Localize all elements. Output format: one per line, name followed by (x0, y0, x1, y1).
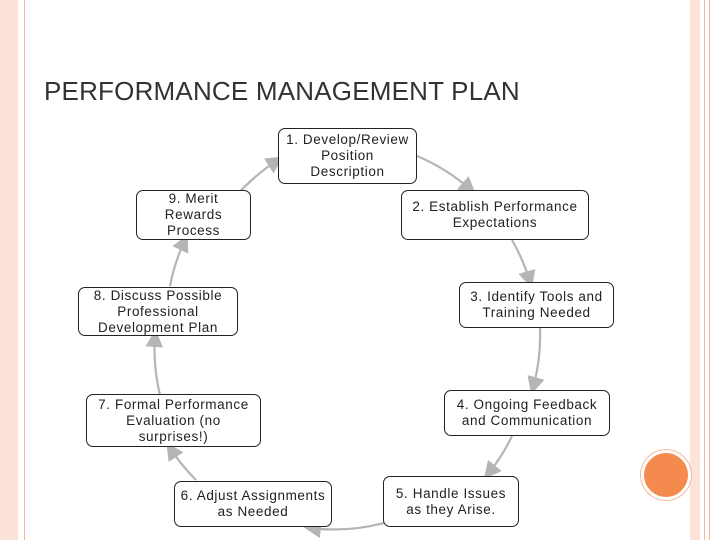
step-9-label: 9. Merit Rewards Process (164, 191, 223, 238)
arrow-1-2 (416, 154, 476, 195)
step-1-label: 1. Develop/Review Position Description (286, 132, 409, 179)
step-8-label: 8. Discuss Possible Professional Develop… (93, 287, 223, 335)
step-9-box: 9. Merit Rewards Process (136, 190, 251, 240)
slide-title: PERFORMANCE MANAGEMENT PLAN (44, 76, 520, 106)
step-1-box: 1. Develop/Review Position Description (278, 128, 417, 184)
arrow-3-4 (527, 327, 545, 395)
step-5-box: 5. Handle Issues as they Arise. (383, 476, 519, 527)
left-decor-strip (0, 0, 18, 540)
right-decor-strip (690, 0, 700, 540)
arrow-4-5 (483, 435, 513, 480)
step-4-label: 4. Ongoing Feedback and Communication (456, 397, 598, 428)
arrow-6-7 (166, 442, 197, 481)
right-decor-line (704, 0, 705, 540)
step-3-label: 3. Identify Tools and Training Needed (470, 289, 603, 320)
decorative-orange-dot (641, 450, 691, 500)
right-decor-line-2 (709, 0, 710, 540)
step-4-box: 4. Ongoing Feedback and Communication (444, 390, 610, 436)
step-8-box: 8. Discuss Possible Professional Develop… (78, 287, 238, 336)
step-5-label: 5. Handle Issues as they Arise. (395, 485, 507, 517)
arrow-7-8 (145, 329, 164, 396)
arrow-8-9 (168, 234, 189, 287)
arrow-2-3 (511, 239, 536, 289)
step-2-box: 2. Establish Performance Expectations (401, 190, 589, 240)
step-7-box: 7. Formal Performance Evaluation (no sur… (86, 394, 261, 447)
left-decor-line (24, 0, 25, 540)
step-6-box: 6. Adjust Assignments as Needed (174, 481, 332, 527)
step-2-label: 2. Establish Performance Expectations (412, 199, 578, 230)
step-7-label: 7. Formal Performance Evaluation (no sur… (98, 396, 249, 444)
step-6-label: 6. Adjust Assignments as Needed (180, 488, 326, 519)
step-3-box: 3. Identify Tools and Training Needed (459, 282, 614, 328)
